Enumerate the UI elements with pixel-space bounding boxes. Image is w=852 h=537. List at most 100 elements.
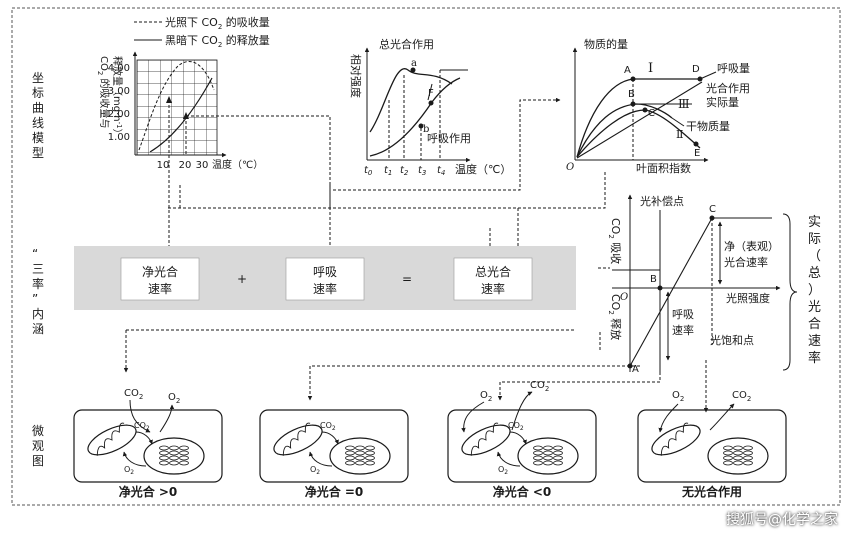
- cell-panel: 净光合 >0: [73, 409, 223, 499]
- grana: [365, 450, 375, 456]
- svg-text:内: 内: [32, 307, 44, 321]
- chart4-xlabel: 光照强度: [726, 291, 770, 305]
- chart3-origin: O: [566, 162, 574, 173]
- gas-arrow: [129, 399, 151, 433]
- chart-light-intensity: 光补偿点 CO2 吸收 CO2 释放 C B A O 光照强度 净（表观） 光合…: [607, 194, 821, 375]
- chart1-ytick: 2.00: [108, 109, 130, 120]
- exchange-arrow: [308, 451, 333, 467]
- rate-total-line1: 总光合: [475, 264, 511, 279]
- grana: [553, 450, 563, 456]
- mitochondrion-cristae: [282, 422, 311, 456]
- mitochondrion: [461, 424, 511, 456]
- grana: [723, 455, 733, 461]
- exchange-co2: CO2: [508, 421, 524, 432]
- connector-5: [307, 365, 640, 401]
- exchange-arrow: [509, 431, 527, 445]
- svg-text:（: （: [808, 249, 821, 264]
- chart4-point-A: A: [632, 364, 639, 375]
- svg-text:标: 标: [32, 86, 44, 100]
- chart1-xtick: 10: [157, 160, 170, 171]
- chart4-net-rate-1: 净（表观）: [724, 239, 779, 253]
- exchange-co2: CO2: [320, 421, 336, 432]
- chart3-point-B: B: [628, 89, 635, 100]
- chart2-point-b-dot: [418, 123, 424, 129]
- equals-sign: =: [402, 272, 412, 286]
- chart2-xtick: t2: [400, 165, 409, 177]
- chart3-point-E: E: [694, 148, 700, 159]
- chart1-ylabel: CO2 的吸收量与: [96, 56, 111, 129]
- rate-net-line1: 净光合: [142, 264, 178, 279]
- side-label-row3: 微 观 图: [32, 424, 44, 468]
- chloroplast: [517, 437, 579, 475]
- grana: [543, 445, 553, 451]
- grana: [179, 455, 189, 461]
- mitochondrion-cristae: [470, 422, 499, 456]
- chart3-point-D: D: [692, 64, 700, 75]
- chart3-pointer-2: [671, 117, 685, 127]
- svg-text:光: 光: [808, 300, 821, 315]
- rate-box-resp: 呼吸 速率: [285, 257, 365, 301]
- connectors-bottom: [123, 267, 709, 413]
- svg-text:涵: 涵: [32, 322, 44, 336]
- grana: [345, 460, 355, 466]
- gas-arrow-3: [461, 401, 485, 433]
- gas-o2-cell3: O2: [480, 390, 492, 403]
- rate-total-line2: 速率: [481, 281, 505, 296]
- grana: [159, 460, 169, 466]
- chart2-F-pointer: [427, 83, 433, 101]
- chart1-light-curve: [138, 61, 215, 151]
- grana: [743, 450, 753, 456]
- exchange-arrow: [122, 451, 147, 467]
- chart1-xlabel: 温度（℃）: [212, 158, 263, 171]
- gas-arrows: [129, 391, 735, 433]
- svg-text:际: 际: [808, 232, 821, 247]
- rate-box-net-frame: [120, 257, 200, 301]
- grana: [179, 445, 189, 451]
- chart3-dot-2: [630, 101, 636, 107]
- grana: [553, 445, 563, 451]
- chart1-ytick: 4.00: [108, 63, 130, 74]
- chart2-resp-label: 呼吸作用: [427, 132, 471, 145]
- chart4-y-release: CO2 释放: [607, 294, 623, 340]
- cell-panel: 净光合 <0: [447, 409, 597, 499]
- grana: [355, 450, 365, 456]
- chart3-label-resp: 呼吸量: [717, 62, 750, 75]
- grana: [723, 445, 733, 451]
- svg-text:型: 型: [32, 146, 44, 160]
- cell-caption: 净光合 =0: [305, 484, 364, 499]
- grana: [169, 460, 179, 466]
- cell-panel: 无光合作用: [637, 409, 787, 499]
- chart4-point-C: C: [709, 204, 716, 215]
- exchange-o2: O2: [310, 465, 320, 476]
- connectors-top: [166, 69, 606, 257]
- watermark: 搜狐号@化学之家: [726, 512, 838, 528]
- gas-co2-cell3: CO2: [530, 380, 549, 393]
- rate-box-total-frame: [453, 257, 533, 301]
- chart2-total-label: 总光合作用: [379, 37, 434, 51]
- plus-sign: +: [237, 272, 247, 286]
- chart3-xlabel: 叶面积指数: [636, 161, 691, 175]
- connector-2: [186, 115, 333, 257]
- side-label-row2: “ 三 率 ” 内 涵: [32, 247, 44, 336]
- svg-text:合: 合: [808, 317, 821, 332]
- chart4-resp-rate-2: 速率: [672, 323, 694, 337]
- gas-o2-cell4: O2: [672, 390, 684, 403]
- chart4-dot-2: [657, 285, 663, 291]
- chart4-dot: [709, 215, 715, 221]
- svg-text:率: 率: [808, 350, 821, 366]
- exchange-arrow: [135, 431, 153, 445]
- gas-co2-cell4: CO2: [732, 390, 751, 403]
- chart4-actual-vertical: 实 际 （ 总 ） 光 合 速 率: [808, 215, 821, 366]
- chart1-ytick: 3.00: [108, 86, 130, 97]
- chart4-y-absorb: CO2 吸收: [607, 218, 623, 264]
- chart4-sat-point: 光饱和点: [710, 333, 754, 347]
- exchange-o2: O2: [124, 465, 134, 476]
- chart2-xtick: t4: [437, 165, 445, 177]
- grana: [345, 450, 355, 456]
- chart3-dot-5: [693, 141, 699, 147]
- connector-4: [333, 97, 561, 191]
- grana: [169, 445, 179, 451]
- grana: [533, 455, 543, 461]
- chart1-xtick: 30: [196, 160, 209, 171]
